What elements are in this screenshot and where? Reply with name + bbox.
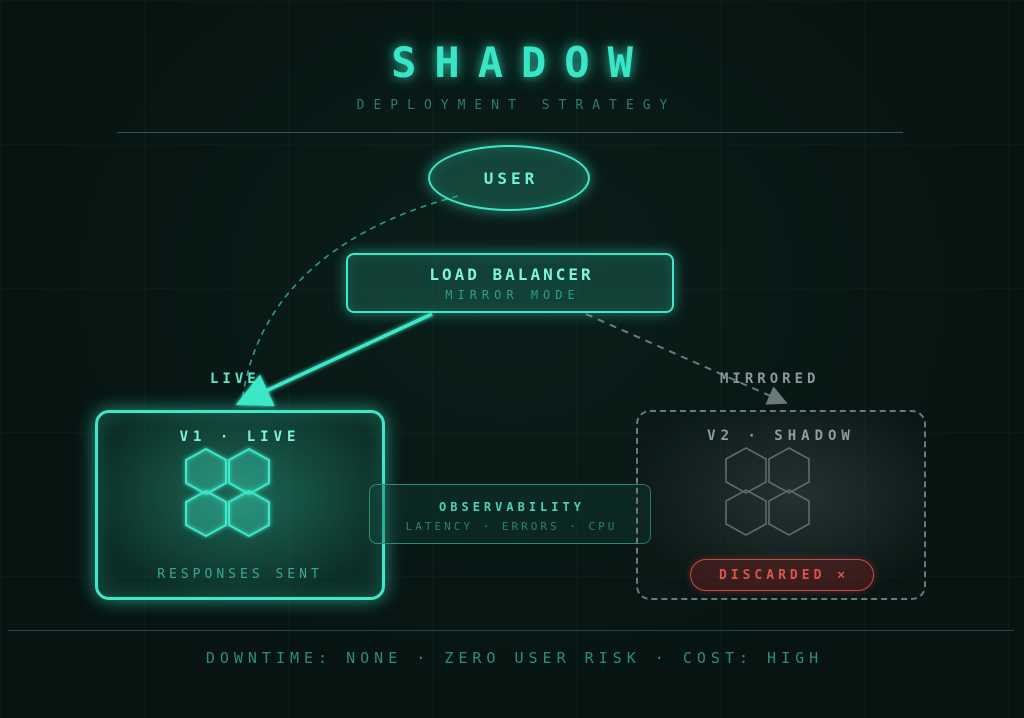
- live-arrow: [235, 312, 433, 407]
- page-subtitle: DEPLOYMENT STRATEGY: [356, 98, 677, 113]
- observability-title: OBSERVABILITY: [439, 500, 585, 514]
- page-title: SHADOW: [391, 38, 651, 87]
- header-divider: [117, 132, 903, 133]
- discarded-badge: DISCARDED ×: [690, 559, 874, 591]
- v1-live-node: V1 · LIVE RESPONSES SENT: [95, 410, 385, 600]
- footer-summary: DOWNTIME: NONE · ZERO USER RISK · COST: …: [205, 649, 824, 667]
- hexagon-cluster-icon: [725, 447, 810, 536]
- v2-shadow-node: V2 · SHADOW DISCARDED ×: [636, 410, 926, 600]
- response-path-dashed: [241, 195, 459, 403]
- load-balancer-title: LOAD BALANCER: [429, 265, 594, 284]
- footer-divider: [8, 630, 1014, 631]
- user-node: USER: [428, 145, 590, 211]
- mirrored-edge-label: MIRRORED: [720, 371, 820, 387]
- v2-title: V2 · SHADOW: [707, 428, 855, 444]
- load-balancer-mode: MIRROR MODE: [445, 288, 580, 302]
- observability-metrics: LATENCY · ERRORS · CPU: [405, 520, 618, 533]
- observability-panel: OBSERVABILITY LATENCY · ERRORS · CPU: [369, 484, 651, 544]
- load-balancer-node: LOAD BALANCER MIRROR MODE: [346, 253, 674, 313]
- live-edge-label: LIVE: [210, 371, 260, 387]
- v1-title: V1 · LIVE: [179, 429, 301, 445]
- user-label: USER: [483, 168, 539, 188]
- hexagon-cluster-icon: [185, 447, 270, 538]
- mirrored-arrow: [585, 313, 788, 405]
- v1-footer: RESPONSES SENT: [157, 567, 323, 582]
